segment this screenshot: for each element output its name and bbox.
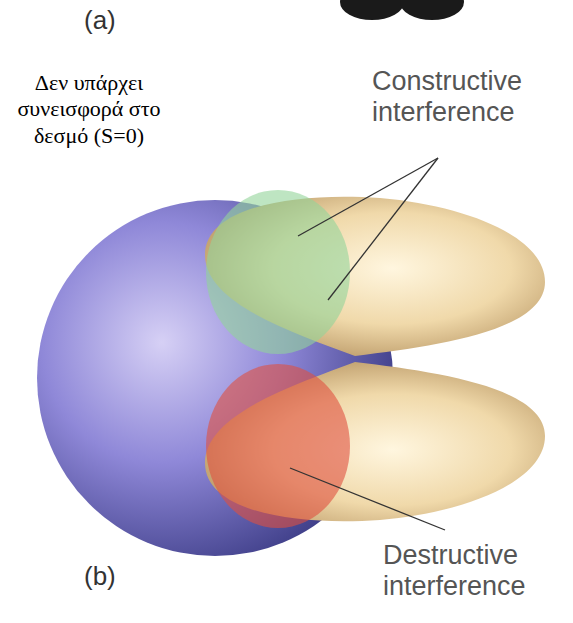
panel-label: (a) — [84, 6, 144, 36]
cut-lobe — [400, 0, 464, 20]
leader-line — [328, 158, 438, 300]
overlap-destructive — [206, 364, 350, 528]
note-text: Δεν υπάρχει συνεισφορά στο δεσμό (S=0) — [4, 70, 174, 149]
leader-line — [298, 158, 438, 236]
leader-line — [290, 468, 445, 530]
panel-label: (b) — [84, 562, 144, 592]
overlap-constructive — [206, 190, 350, 354]
callout-label: Constructive interference — [372, 66, 568, 128]
callout-label: Destructive interference — [383, 540, 569, 602]
cut-lobe — [340, 0, 404, 20]
